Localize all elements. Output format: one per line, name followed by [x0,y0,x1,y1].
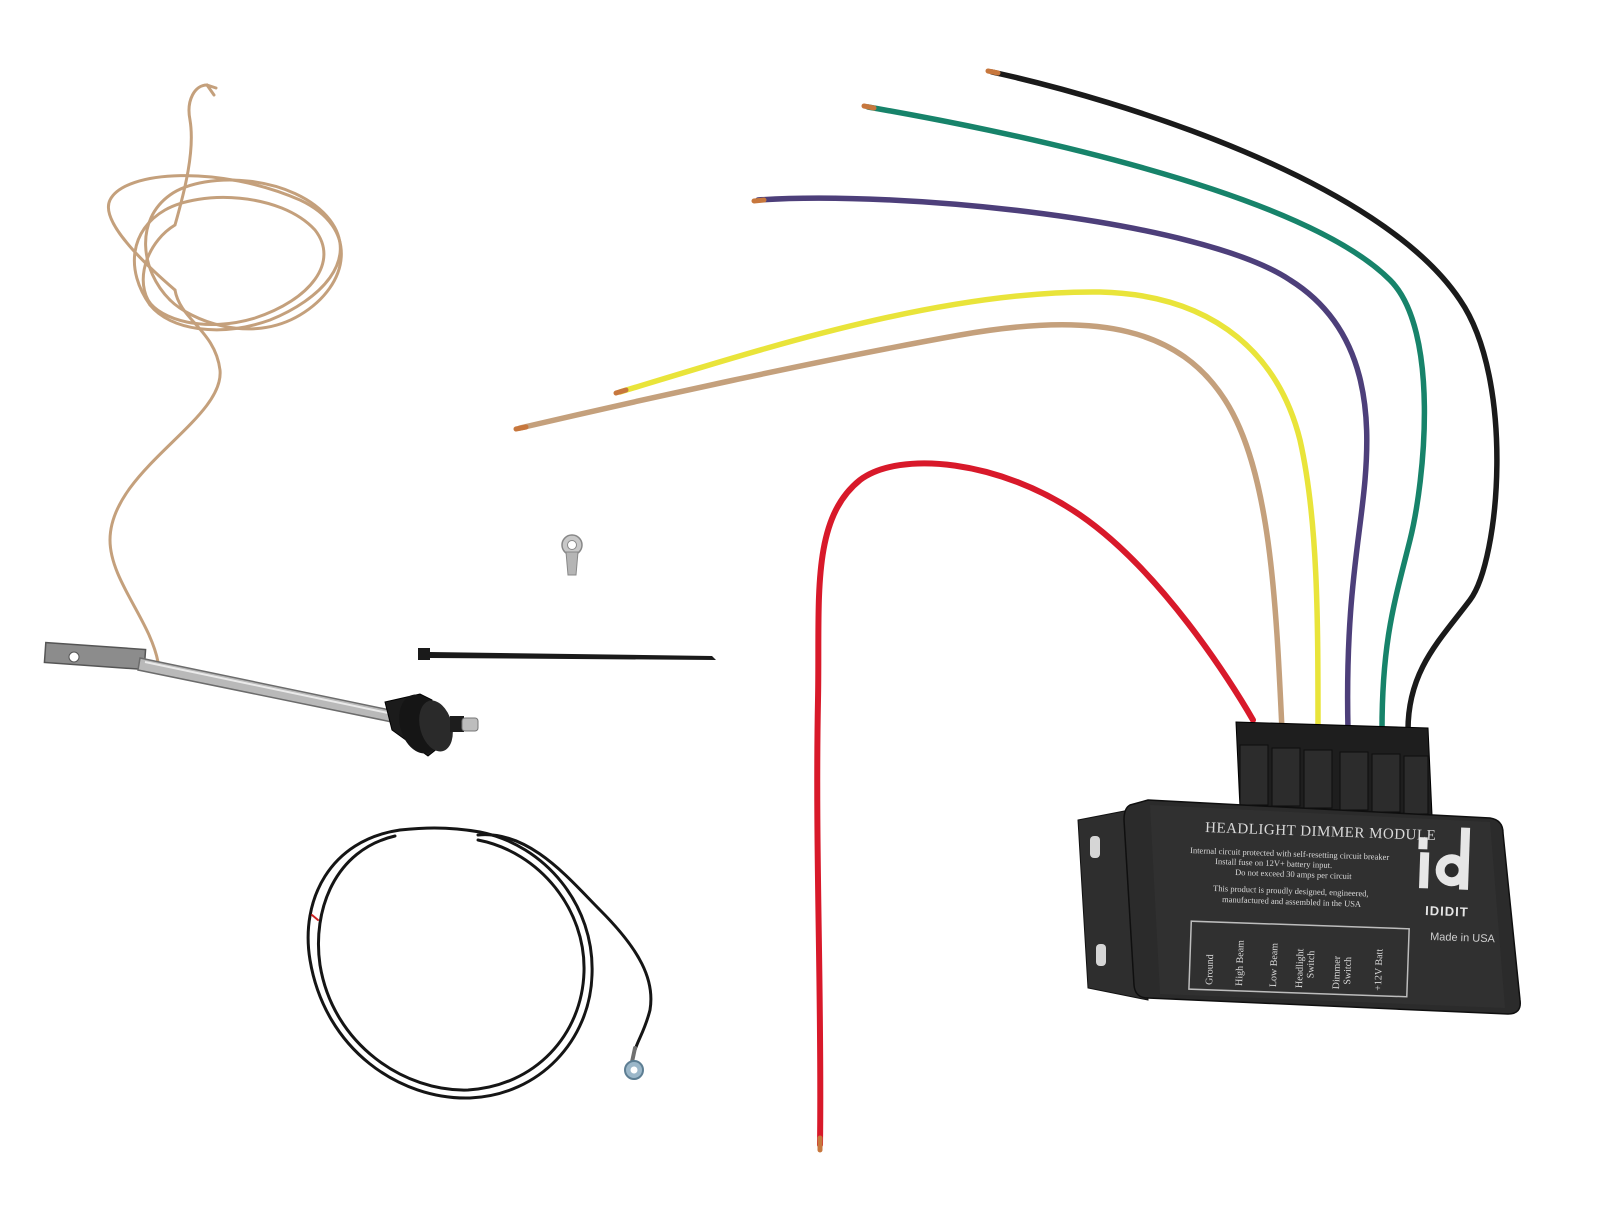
brand-name: IDIDIT [1425,903,1469,920]
harness-connector [1235,721,1433,816]
terminal-label-dimmer-switch: Dimmer Switch [1331,955,1354,989]
svg-text:Low Beam: Low Beam [1268,943,1281,988]
wire-yellow [617,289,1321,733]
dimmer-lever [43,641,479,757]
svg-text:+12V Batt: +12V Batt [1373,949,1385,991]
svg-text:Headlight: Headlight [1294,948,1306,988]
ground-wire-coil [306,826,653,1100]
ring-terminal [561,534,583,576]
svg-text:High Beam: High Beam [1234,940,1247,986]
made-in-usa: Made in USA [1430,931,1496,945]
terminal-label-ground: Ground [1204,954,1216,985]
tan-coiled-wire [107,83,343,664]
svg-text:Dimmer: Dimmer [1331,955,1343,989]
svg-text:Ground: Ground [1204,954,1216,985]
terminal-label-12v-batt: +12V Batt [1373,949,1385,991]
wire-harness [513,68,1500,1153]
zip-tie [418,648,716,660]
terminal-label-high-beam: High Beam [1234,940,1247,986]
terminal-label-headlight-switch: Headlight Switch [1294,948,1317,988]
wire-red [814,460,1256,1148]
lever-mount-tab [43,641,147,671]
wire-green [865,104,1428,733]
terminal-label-panel: Ground High Beam Low Beam Headlight Swit… [1188,920,1410,998]
notice-line-3: Do not exceed 30 amps per circuit [1235,867,1353,881]
svg-text:Switch: Switch [1342,957,1354,985]
svg-text:Switch: Switch [1305,950,1317,978]
lever-mount-hole [68,651,80,663]
wire-tips [513,68,1001,1153]
headlight-dimmer-module: HEADLIGHT DIMMER MODULE Internal circuit… [1077,799,1521,1015]
dimmer-switch-lever-assembly [43,83,479,757]
wire-black [989,69,1500,733]
notice-line-2: Install fuse on 12V+ battery input. [1215,856,1332,870]
wire-purple [755,195,1370,733]
terminal-label-low-beam: Low Beam [1268,943,1281,988]
wire-tan [517,321,1285,733]
pride-line-2: manufactured and assembled in the USA [1222,894,1362,909]
ididit-logo-icon [1418,827,1471,890]
